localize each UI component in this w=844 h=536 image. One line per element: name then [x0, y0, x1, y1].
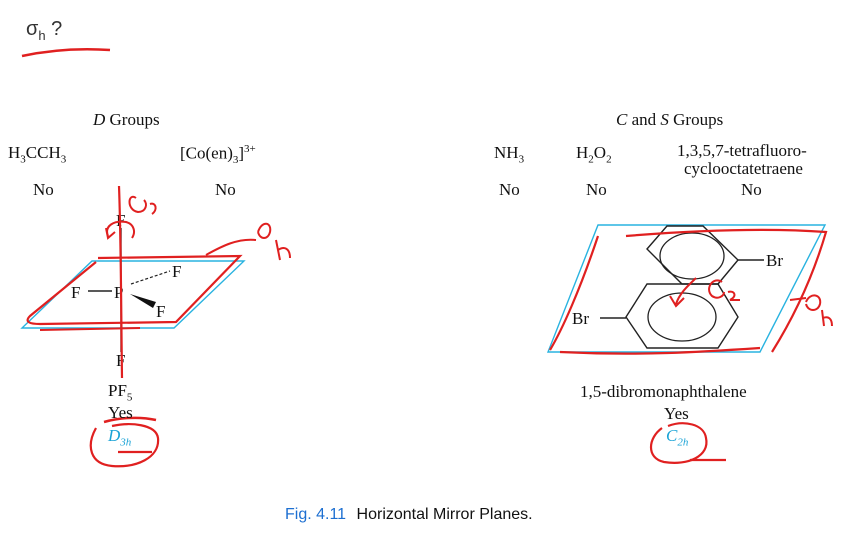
pf5-sigma-h-ink — [257, 222, 291, 261]
note-underline-ink — [21, 48, 111, 58]
d-item1-a: H — [8, 143, 21, 162]
cs-item1-a: NH — [494, 143, 519, 162]
cs-item2-b: O — [593, 143, 607, 162]
cs-item2-answer: No — [586, 180, 607, 199]
d-item2-formula: [Co(en)3]3+ — [180, 143, 256, 166]
pf5-name-sub: 5 — [126, 391, 133, 404]
pf5-atom-f-wedge: F — [156, 302, 165, 321]
pf5-atom-f-left: F — [71, 283, 80, 302]
note-suffix: ? — [45, 18, 63, 40]
cs-groups-heading: C and S Groups — [616, 110, 723, 130]
cs-item1-answer: No — [499, 180, 520, 199]
naph-ring-lower — [625, 283, 739, 349]
d-item2-b-sup: 3+ — [244, 143, 256, 155]
naph-atom-br-right: Br — [766, 251, 783, 270]
d-item2-a-sub: 3 — [232, 154, 239, 167]
pf5-group-letter: D — [108, 426, 121, 445]
note-sigma-h: σh ? — [26, 18, 62, 43]
cs-item2-a-sub: 2 — [588, 153, 594, 166]
cs-heading-s: S — [660, 110, 669, 129]
naph-c2-label-ink — [708, 279, 740, 301]
d-item2-b: ] — [238, 143, 245, 163]
naph-name: 1,5-dibromonaphthalene — [580, 382, 747, 401]
naph-group-sub: 2h — [677, 436, 689, 449]
cs-heading-c: C — [616, 110, 628, 129]
naph-atom-br-left: Br — [572, 309, 589, 328]
cs-item2-formula: H2O2 — [576, 143, 612, 165]
d-item1-formula: H3CCH3 — [8, 143, 66, 165]
cs-heading-rest: Groups — [668, 110, 724, 129]
note-symbol: σ — [26, 18, 39, 40]
d-heading-rest: Groups — [105, 110, 160, 129]
pf5-point-group: D3h — [108, 426, 131, 448]
pf5-name: PF5 — [108, 381, 132, 403]
cs-item2-b-sub: 2 — [606, 153, 612, 166]
pf5-bond-wedge — [130, 294, 156, 308]
d-item1-answer: No — [33, 180, 54, 199]
cs-heading-mid: and — [627, 110, 661, 129]
pf5-plane-ink — [26, 254, 243, 326]
naph-ring-upper-circle — [659, 232, 725, 280]
naph-answer: Yes — [664, 404, 689, 423]
d-item2-answer: No — [215, 180, 236, 199]
d-item1-a-sub: 3 — [20, 153, 26, 166]
pf5-yes-underline-ink — [103, 416, 157, 424]
pf5-bond-dashed — [130, 270, 171, 285]
pf5-atom-f-right: F — [172, 262, 181, 281]
pf5-plane-extension-ink — [39, 238, 257, 331]
cs-item3-line1: 1,3,5,7-tetrafluoro- — [677, 141, 807, 160]
pf5-c3-label-ink — [128, 195, 157, 215]
cs-item3-line2: cyclooctatetraene — [684, 159, 803, 178]
pf5-d3h-circle-ink — [89, 423, 160, 468]
naph-c2h-circle-ink — [649, 422, 708, 464]
caption-fig: Fig. 4.11 — [285, 506, 347, 523]
caption-text: Horizontal Mirror Planes. — [356, 506, 533, 523]
pf5-c3-axis-ink — [117, 185, 124, 379]
naph-sigma-h-ink — [789, 294, 833, 327]
pf5-rotation-arrow-ink — [105, 220, 135, 240]
figure-caption: Fig. 4.11 Horizontal Mirror Planes. — [285, 506, 533, 524]
naph-rotation-arrow-ink — [669, 277, 697, 308]
cs-item1-a-sub: 3 — [518, 153, 525, 166]
pf5-name-text: PF — [108, 381, 127, 400]
naph-group-letter: C — [666, 426, 678, 445]
naph-mirror-plane — [546, 224, 827, 353]
pf5-answer: Yes — [108, 403, 133, 422]
d-item2-a: [Co(en) — [180, 143, 233, 163]
naph-plane-ink — [549, 228, 828, 355]
d-item1-b: CCH — [25, 143, 61, 162]
pf5-mirror-plane — [20, 260, 246, 329]
cs-item2-a: H — [576, 143, 589, 162]
pf5-group-sub: 3h — [120, 436, 132, 449]
d-heading-letter: D — [93, 110, 106, 129]
cs-item3-answer: No — [741, 180, 762, 199]
pf5-atom-p: P — [114, 283, 123, 302]
naph-point-group: C2h — [666, 426, 688, 448]
d-groups-heading: D Groups — [93, 110, 160, 130]
cs-item1-formula: NH3 — [494, 143, 524, 165]
d-item1-b-sub: 3 — [60, 153, 67, 166]
note-subscript: h — [38, 28, 46, 43]
